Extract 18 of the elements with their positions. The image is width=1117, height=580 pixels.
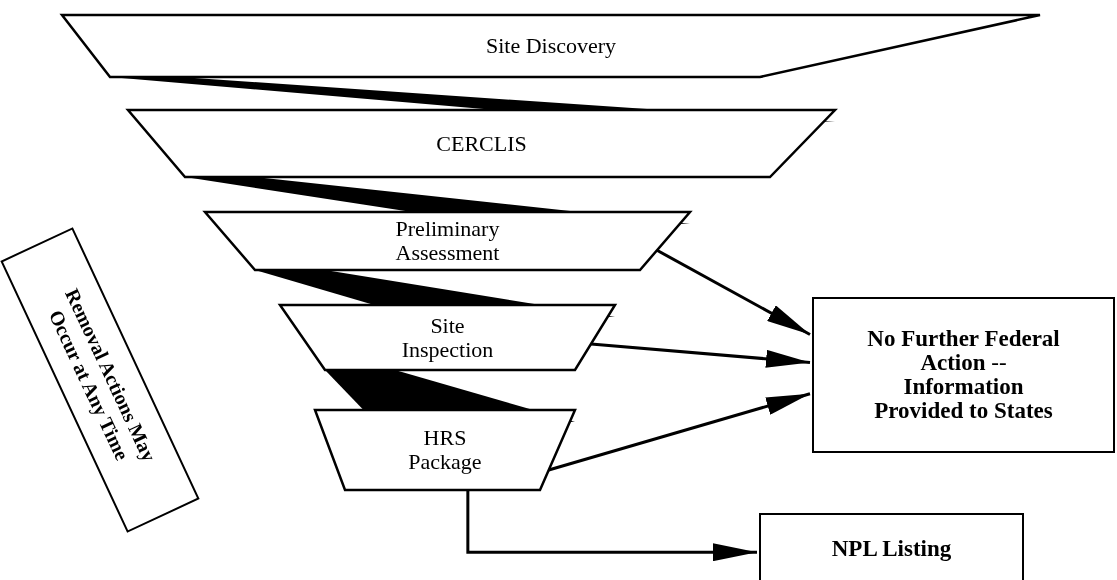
arrow xyxy=(590,342,811,368)
outcome-box xyxy=(759,513,1024,580)
funnel-stage xyxy=(280,305,615,370)
funnel-stage xyxy=(205,212,690,270)
arrow xyxy=(548,392,811,472)
arrow xyxy=(466,490,757,562)
stage-label: Preliminary Assessment xyxy=(394,217,501,265)
outcome-box xyxy=(812,297,1115,453)
stage-label: CERCLIS xyxy=(435,131,528,156)
stage-label: Site Inspection xyxy=(400,313,495,362)
funnel-stage xyxy=(315,410,575,490)
funnel-stage xyxy=(62,15,1040,77)
stage-label: HRS Package xyxy=(407,426,483,474)
arrow xyxy=(656,248,811,336)
stage-label: NPL Listing xyxy=(830,537,953,561)
funnel-stage xyxy=(128,110,835,177)
stage-label: Site Discovery xyxy=(484,34,618,58)
stage-label: No Further Federal Action -- Information Provided to States xyxy=(866,327,1061,423)
